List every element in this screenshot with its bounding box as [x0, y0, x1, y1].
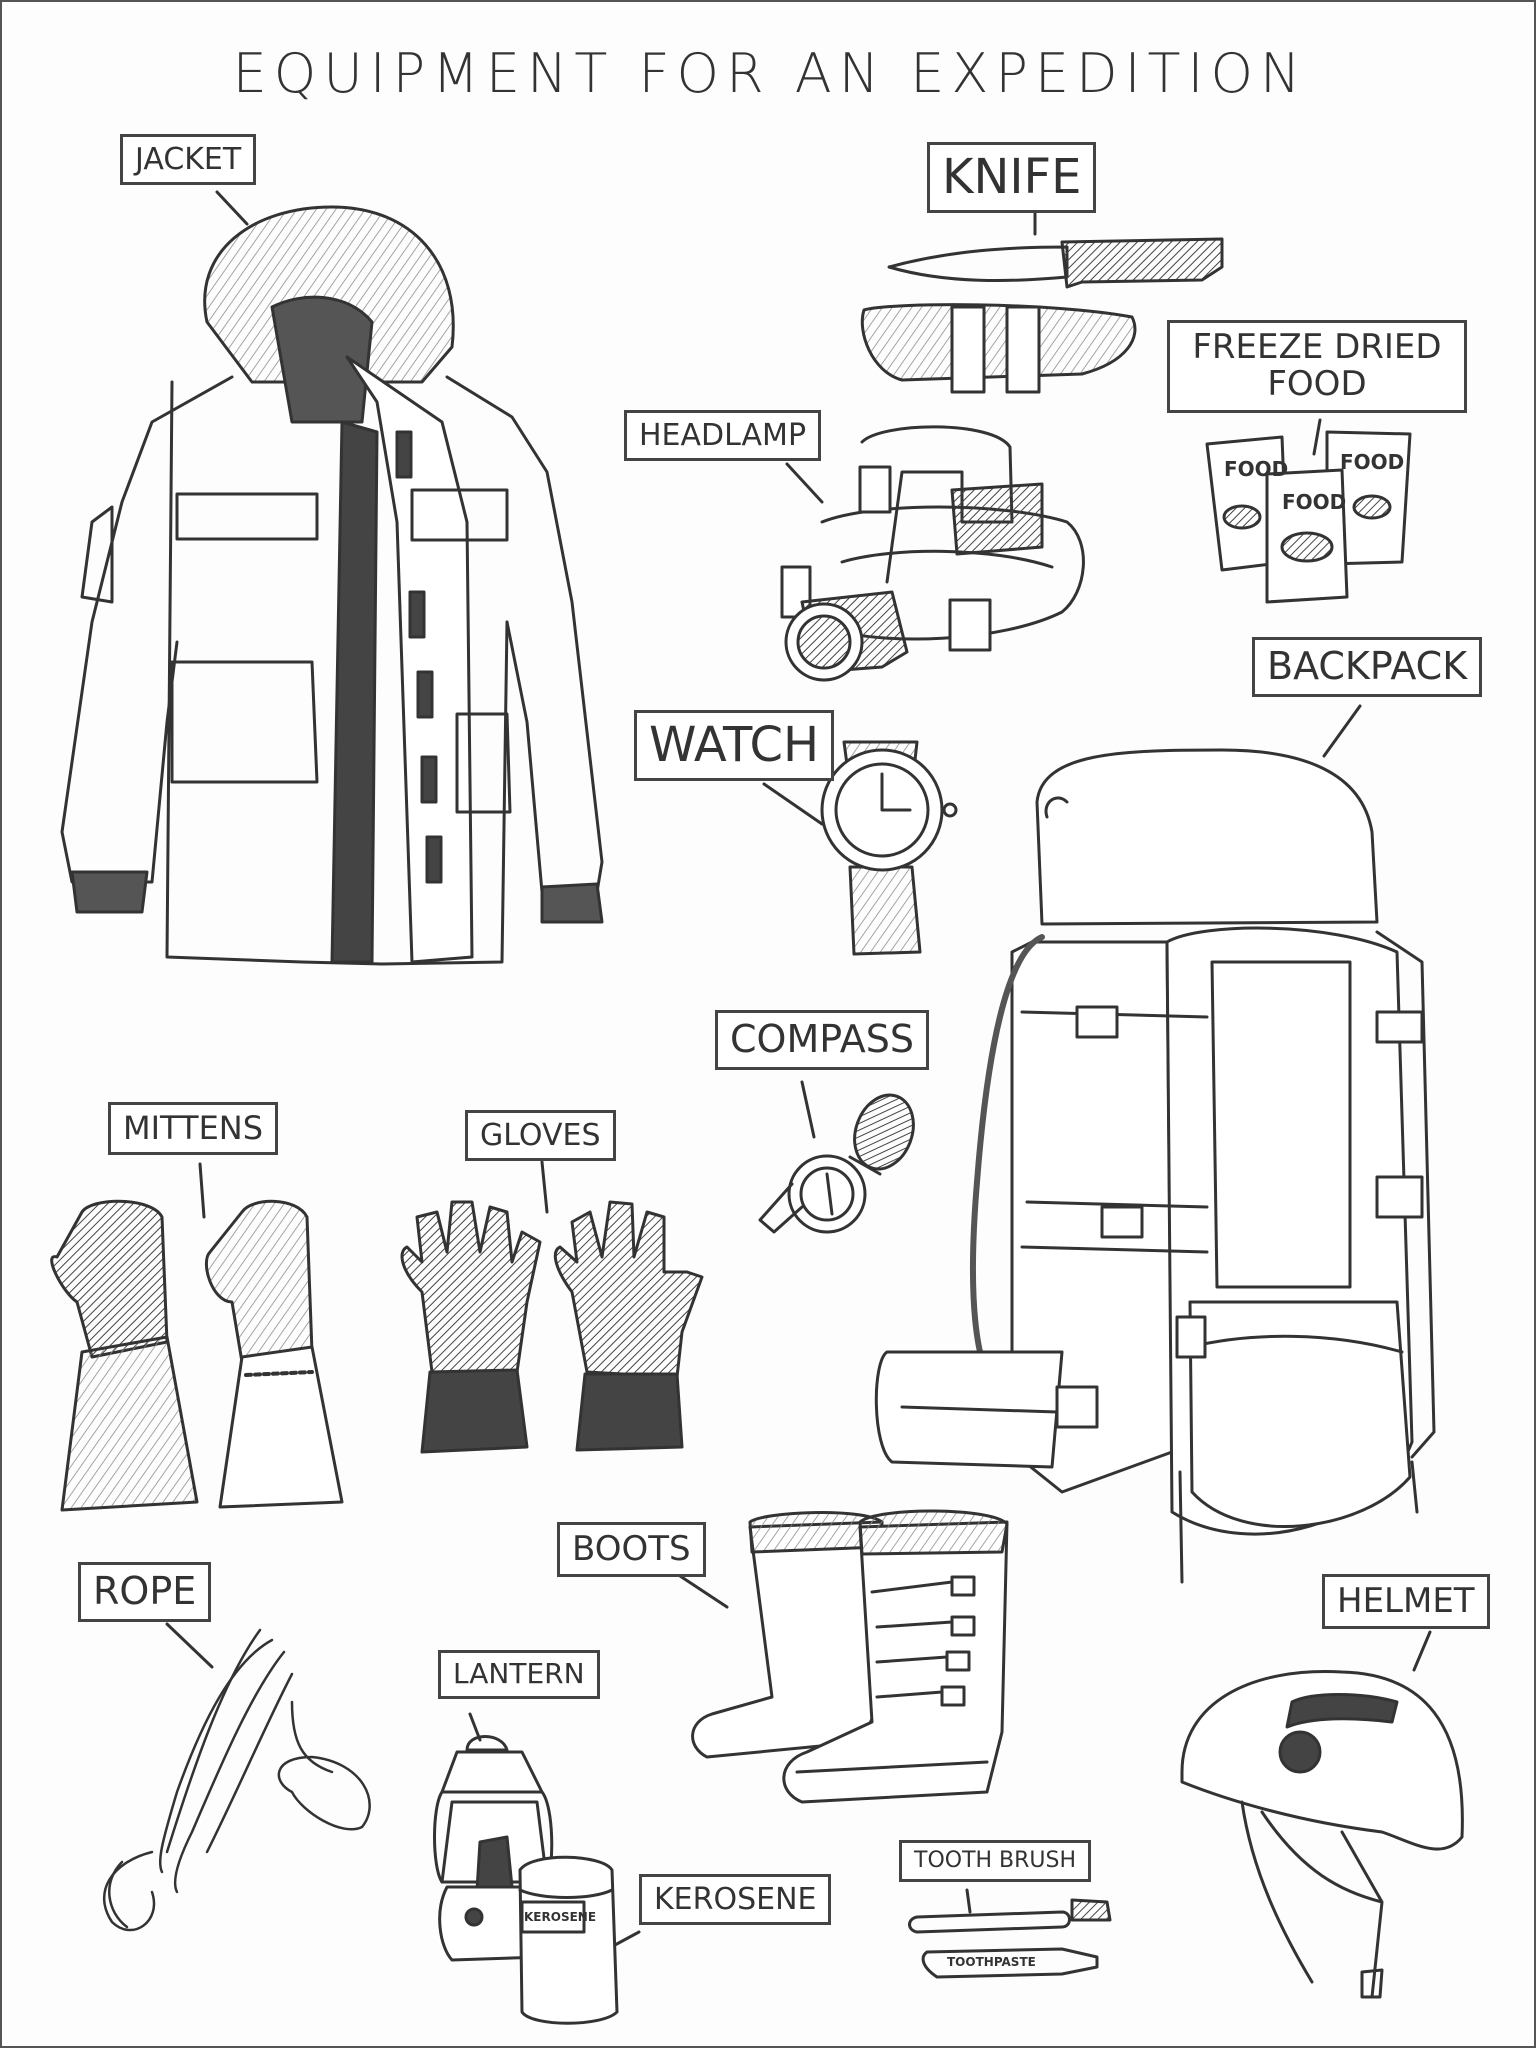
label-gloves: GLOVES: [465, 1110, 616, 1161]
leader-helmet: [1412, 1630, 1432, 1672]
leader-mittens: [198, 1162, 206, 1219]
label-compass: COMPASS: [715, 1010, 929, 1070]
compass-illustration: [758, 1093, 915, 1234]
label-watch: WATCH: [634, 710, 835, 781]
label-jacket: JACKET: [120, 134, 257, 185]
boots-illustration: [691, 1509, 1009, 1804]
label-freeze-dried-food: FREEZE DRIED FOOD: [1167, 320, 1467, 413]
leader-toothbrush: [965, 1888, 972, 1914]
label-lantern: LANTERN: [438, 1650, 600, 1699]
label-rope: ROPE: [78, 1562, 212, 1622]
leader-watch: [762, 782, 824, 826]
leader-headlamp: [785, 462, 824, 504]
label-helmet: HELMET: [1322, 1574, 1490, 1630]
food-pack-text-3: FOOD: [1282, 490, 1347, 514]
toothpaste-text: TOOTHPASTE: [947, 1955, 1036, 1969]
gloves-illustration: [400, 1200, 704, 1454]
leader-rope: [165, 1622, 214, 1669]
backpack-illustration: [874, 748, 1436, 1584]
rope-illustration: [102, 1628, 371, 1932]
kerosene-can-text: KEROSENE: [524, 1910, 597, 1924]
leader-food: [1312, 418, 1322, 456]
leader-lantern: [468, 1712, 482, 1742]
leader-compass: [800, 1080, 816, 1139]
watch-illustration: [820, 740, 958, 956]
label-headlamp: HEADLAMP: [624, 410, 822, 461]
kerosene-can-illustration: [518, 1855, 619, 2025]
jacket-illustration: [60, 205, 604, 966]
food-pack-text-1: FOOD: [1224, 457, 1289, 481]
label-kerosene: KEROSENE: [639, 1874, 832, 1925]
leader-backpack: [1322, 704, 1362, 758]
toothbrush-illustration: [908, 1898, 1112, 1979]
leader-jacket: [215, 190, 249, 226]
label-backpack: BACKPACK: [1252, 637, 1483, 697]
leader-boots: [672, 1570, 729, 1609]
food-illustration: [1205, 430, 1412, 604]
label-tooth-brush: TOOTH BRUSH: [899, 1840, 1092, 1883]
mittens-illustration: [50, 1199, 344, 1512]
headlamp-illustration: [780, 425, 1085, 682]
leader-gloves: [540, 1160, 549, 1214]
page-title: EQUIPMENT FOR AN EXPEDITION: [232, 42, 1308, 105]
food-pack-text-2: FOOD: [1340, 450, 1405, 474]
knife-illustration: [860, 237, 1224, 394]
label-knife: KNIFE: [927, 142, 1097, 213]
helmet-illustration: [1180, 1670, 1464, 1999]
label-boots: BOOTS: [557, 1522, 706, 1578]
label-mittens: MITTENS: [108, 1102, 279, 1156]
